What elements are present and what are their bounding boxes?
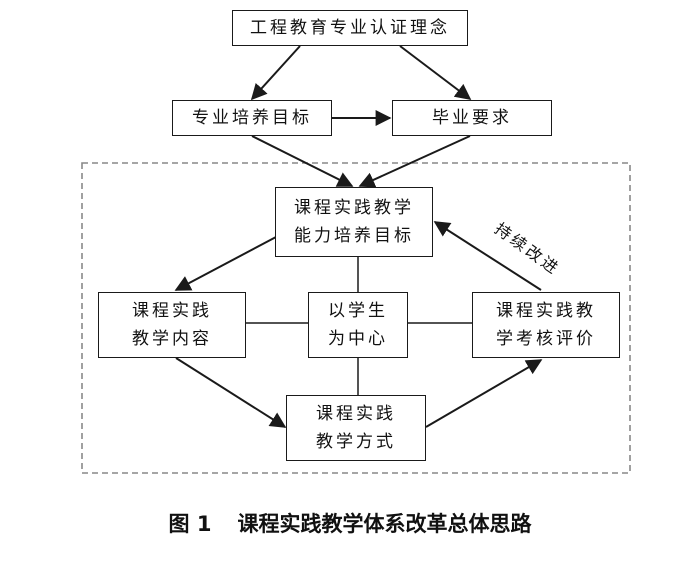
- assessment-line1: 课程实践教: [496, 301, 596, 321]
- training-goal-box: 专业培养目标: [172, 100, 332, 136]
- certification-concept-box: 工程教育专业认证理念: [232, 10, 468, 46]
- arrow-top-to-goal: [250, 45, 301, 101]
- teaching-content-box: 课程实践 教学内容: [98, 292, 246, 358]
- arrow-capability-to-content: [174, 236, 277, 291]
- graduation-requirement-box: 毕业要求: [392, 100, 552, 136]
- student-centered-line2: 为中心: [328, 329, 388, 349]
- arrow-goal-to-capability: [251, 135, 354, 187]
- assessment-line2: 学考核评价: [496, 329, 596, 349]
- arrow-graduation-to-capability: [358, 135, 471, 188]
- teaching-method-box: 课程实践 教学方式: [286, 395, 426, 461]
- teaching-method-line1: 课程实践: [316, 404, 396, 424]
- dashed-frame: [81, 162, 631, 474]
- arrow-method-to-evaluation: [425, 359, 543, 428]
- arrow-evaluation-to-capability: [433, 221, 542, 291]
- figure-caption: 图 1 课程实践教学体系改革总体思路: [0, 508, 700, 538]
- training-goal-label: 专业培养目标: [192, 108, 312, 128]
- student-centered-box: 以学生 为中心: [308, 292, 408, 358]
- arrow-top-to-graduation: [399, 45, 472, 100]
- teaching-content-line2: 教学内容: [132, 329, 212, 349]
- graduation-requirement-label: 毕业要求: [432, 108, 512, 128]
- student-centered-line1: 以学生: [328, 301, 388, 321]
- teaching-method-line2: 教学方式: [316, 432, 396, 452]
- capability-goal-line1: 课程实践教学: [294, 198, 414, 218]
- assessment-box: 课程实践教 学考核评价: [472, 292, 620, 358]
- capability-goal-box: 课程实践教学 能力培养目标: [275, 187, 433, 257]
- figure-title: 课程实践教学体系改革总体思路: [237, 512, 532, 536]
- arrow-content-to-method: [175, 357, 287, 428]
- figure-number: 图 1: [168, 512, 212, 536]
- capability-goal-line2: 能力培养目标: [294, 226, 414, 246]
- certification-concept-label: 工程教育专业认证理念: [250, 18, 450, 38]
- teaching-content-line1: 课程实践: [132, 301, 212, 321]
